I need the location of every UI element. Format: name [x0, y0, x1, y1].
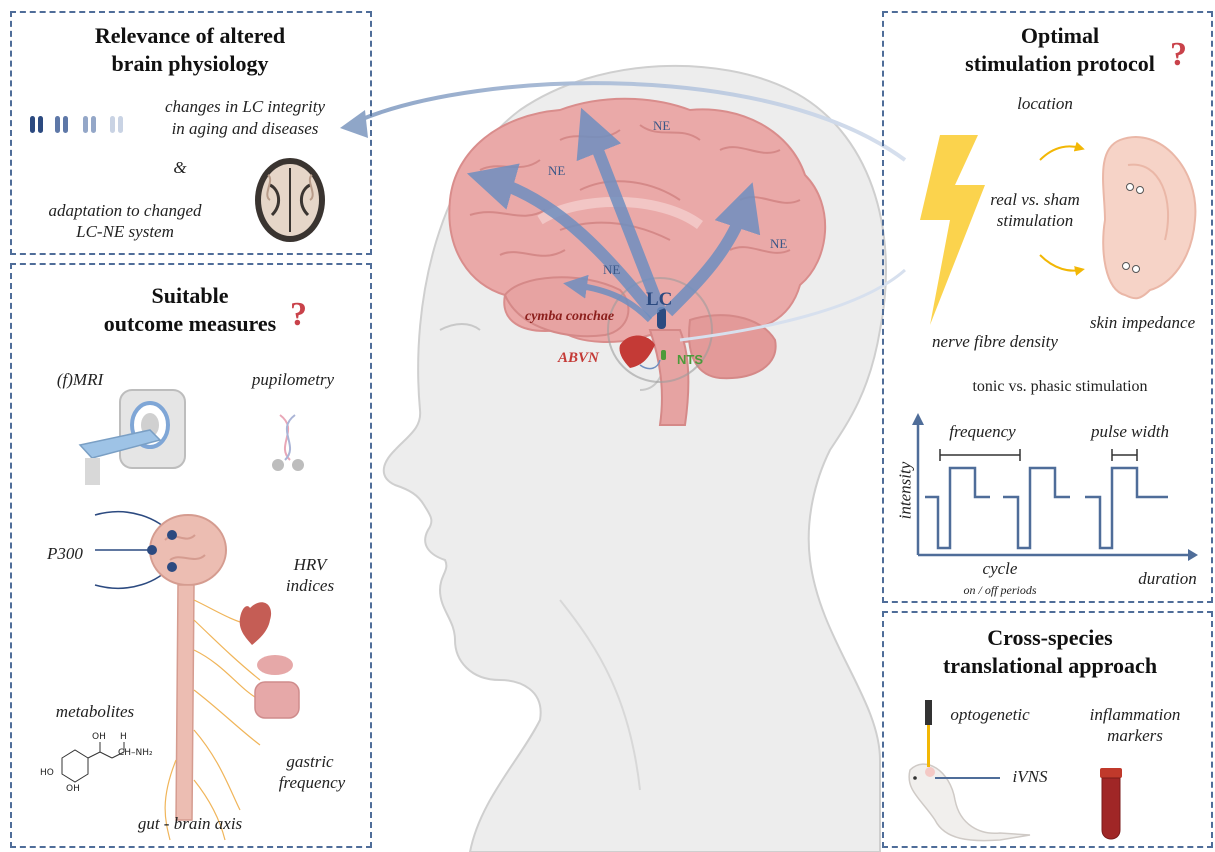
label-gut-brain: gut - brain axis [110, 813, 270, 834]
lc-integrity-line1: changes in LC integrity [130, 96, 360, 117]
label-frequency: frequency [935, 421, 1030, 442]
label-optogenetic: optogenetic [940, 704, 1040, 725]
label-pulse-width: pulse width [1080, 421, 1180, 442]
label-inflammation-line1: inflammation [1075, 704, 1195, 725]
chem-oh-bottom: OH [66, 784, 80, 794]
label-p300: P300 [40, 543, 90, 564]
ne-label-right: NE [770, 236, 787, 252]
stimulation-title-line2: stimulation protocol [945, 50, 1175, 77]
label-pupilometry: pupilometry [238, 369, 348, 390]
ne-label-left: NE [548, 163, 565, 179]
label-gastric-line1: gastric [270, 751, 350, 772]
label-location: location [1000, 93, 1090, 114]
label-metabolites: metabolites [40, 701, 150, 722]
label-intensity: intensity [895, 451, 916, 531]
nts-label: NTS [677, 352, 703, 367]
label-mri: (f)MRI [40, 369, 120, 390]
label-tonic-phasic: tonic vs. phasic stimulation [935, 378, 1185, 396]
outcome-title-line1: Suitable [60, 282, 320, 309]
chem-oh-top: OH [92, 732, 106, 742]
ne-label-temporal: NE [603, 262, 620, 278]
label-hrv-line2: indices [270, 575, 350, 596]
label-duration: duration [1130, 568, 1205, 589]
stimulation-question-mark: ? [1170, 36, 1187, 74]
lc-integrity-line2: in aging and diseases [130, 118, 360, 139]
relevance-title-line2: brain physiology [40, 50, 340, 77]
label-inflammation-line2: markers [1075, 725, 1195, 746]
chem-ch-nh2: CH–NH₂ [118, 748, 153, 758]
label-on-off: on / off periods [945, 580, 1055, 601]
label-cycle: cycle [970, 558, 1030, 579]
chem-ho: HO [40, 768, 54, 778]
cross-species-title-line1: Cross-species [960, 624, 1140, 651]
label-skin-impedance: skin impedance [1075, 312, 1210, 333]
chem-h: H [120, 732, 127, 742]
lc-label: LC [646, 289, 672, 311]
label-nerve-fibre: nerve fibre density [915, 331, 1075, 352]
cross-species-title-line2: translational approach [935, 652, 1165, 679]
adaptation-line2: LC-NE system [20, 221, 230, 242]
ampersand: & [165, 157, 195, 178]
stimulation-title-line1: Optimal [960, 22, 1160, 49]
abvn-label: ABVN [558, 350, 599, 367]
label-hrv-line1: HRV [280, 554, 340, 575]
cymba-conchae-label: cymba conchae [525, 309, 614, 325]
ne-label-top: NE [653, 118, 670, 134]
nts-marker [661, 350, 666, 360]
label-gastric-line2: frequency [262, 772, 362, 793]
relevance-title-line1: Relevance of altered [40, 22, 340, 49]
label-ivns: iVNS [1005, 766, 1055, 787]
outcome-question-mark: ? [290, 296, 307, 334]
label-sham-line1: real vs. sham [975, 189, 1095, 210]
adaptation-line1: adaptation to changed [20, 200, 230, 221]
label-sham-line2: stimulation [975, 210, 1095, 231]
outcome-title-line2: outcome measures [60, 310, 320, 337]
